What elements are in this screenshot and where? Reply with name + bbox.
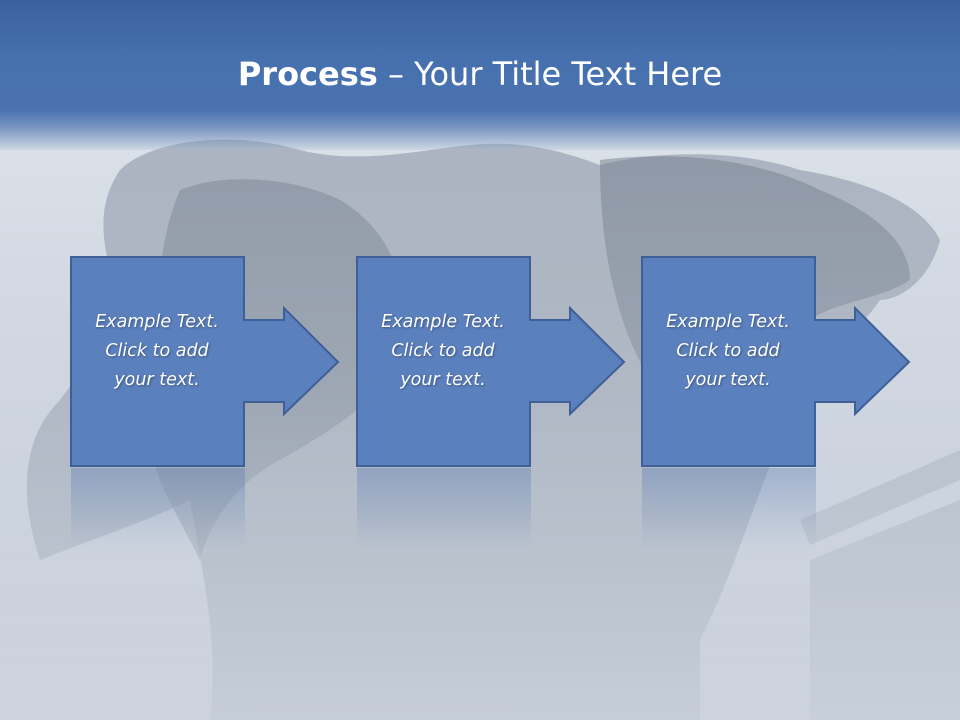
title-bar: Process – Your Title Text Here bbox=[0, 0, 960, 150]
title-bold-part: Process bbox=[237, 55, 378, 93]
step-2-reflection bbox=[357, 468, 531, 548]
step-1-reflection bbox=[71, 468, 245, 548]
step-arrow-shape bbox=[641, 256, 911, 467]
step-arrow-shape bbox=[356, 256, 626, 467]
step-arrow-shape bbox=[70, 256, 340, 467]
step-3-text[interactable]: Example Text. Click to add your text. bbox=[666, 312, 790, 390]
title-regular-part: – Your Title Text Here bbox=[377, 55, 723, 93]
slide-title[interactable]: Process – Your Title Text Here bbox=[0, 52, 960, 96]
step-2-text[interactable]: Example Text. Click to add your text. bbox=[381, 312, 505, 390]
step-1-text[interactable]: Example Text. Click to add your text. bbox=[95, 312, 219, 390]
step-3-reflection bbox=[642, 468, 816, 548]
process-step-2[interactable]: Example Text. Click to add your text. bbox=[356, 256, 696, 468]
process-step-1[interactable]: Example Text. Click to add your text. bbox=[70, 256, 410, 468]
process-step-3[interactable]: Example Text. Click to add your text. bbox=[641, 256, 960, 468]
